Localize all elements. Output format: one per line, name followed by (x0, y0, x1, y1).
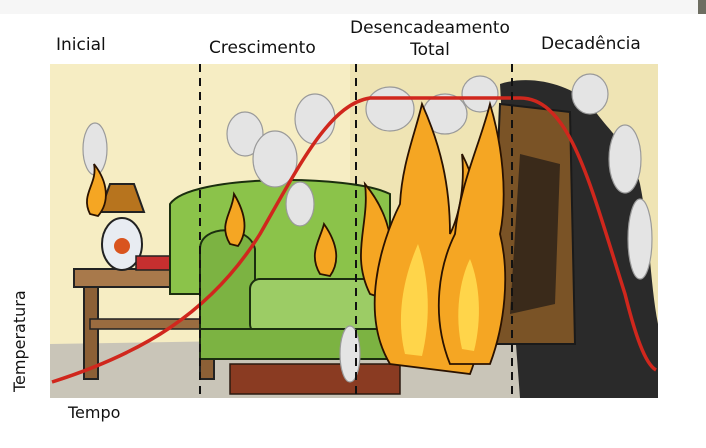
phase-label-growth: Crescimento (209, 38, 316, 58)
corner-mark (698, 0, 706, 14)
y-axis-label: Temperatura (10, 290, 29, 392)
smoke (82, 73, 653, 383)
table-shelf (89, 318, 209, 330)
lamp-flower (114, 238, 130, 254)
x-axis-label: Tempo (68, 403, 121, 422)
phase-label-flashover-line2: Total (410, 40, 450, 60)
phase-label-flashover-line1: Desencadeamento (350, 18, 510, 38)
cabinet-burnt (510, 154, 560, 314)
page-edge (0, 0, 706, 14)
table-leg-left (83, 286, 99, 380)
sofa-front (199, 328, 401, 360)
phase-label-decay: Decadência (541, 34, 641, 54)
flame-cores (400, 244, 479, 356)
fire-illustration (50, 64, 658, 398)
phase-label-flashover: Desencadeamento Total (350, 17, 510, 61)
temperature-curve (51, 96, 658, 384)
rug (229, 363, 401, 395)
phase-label-initial: Inicial (56, 35, 106, 55)
